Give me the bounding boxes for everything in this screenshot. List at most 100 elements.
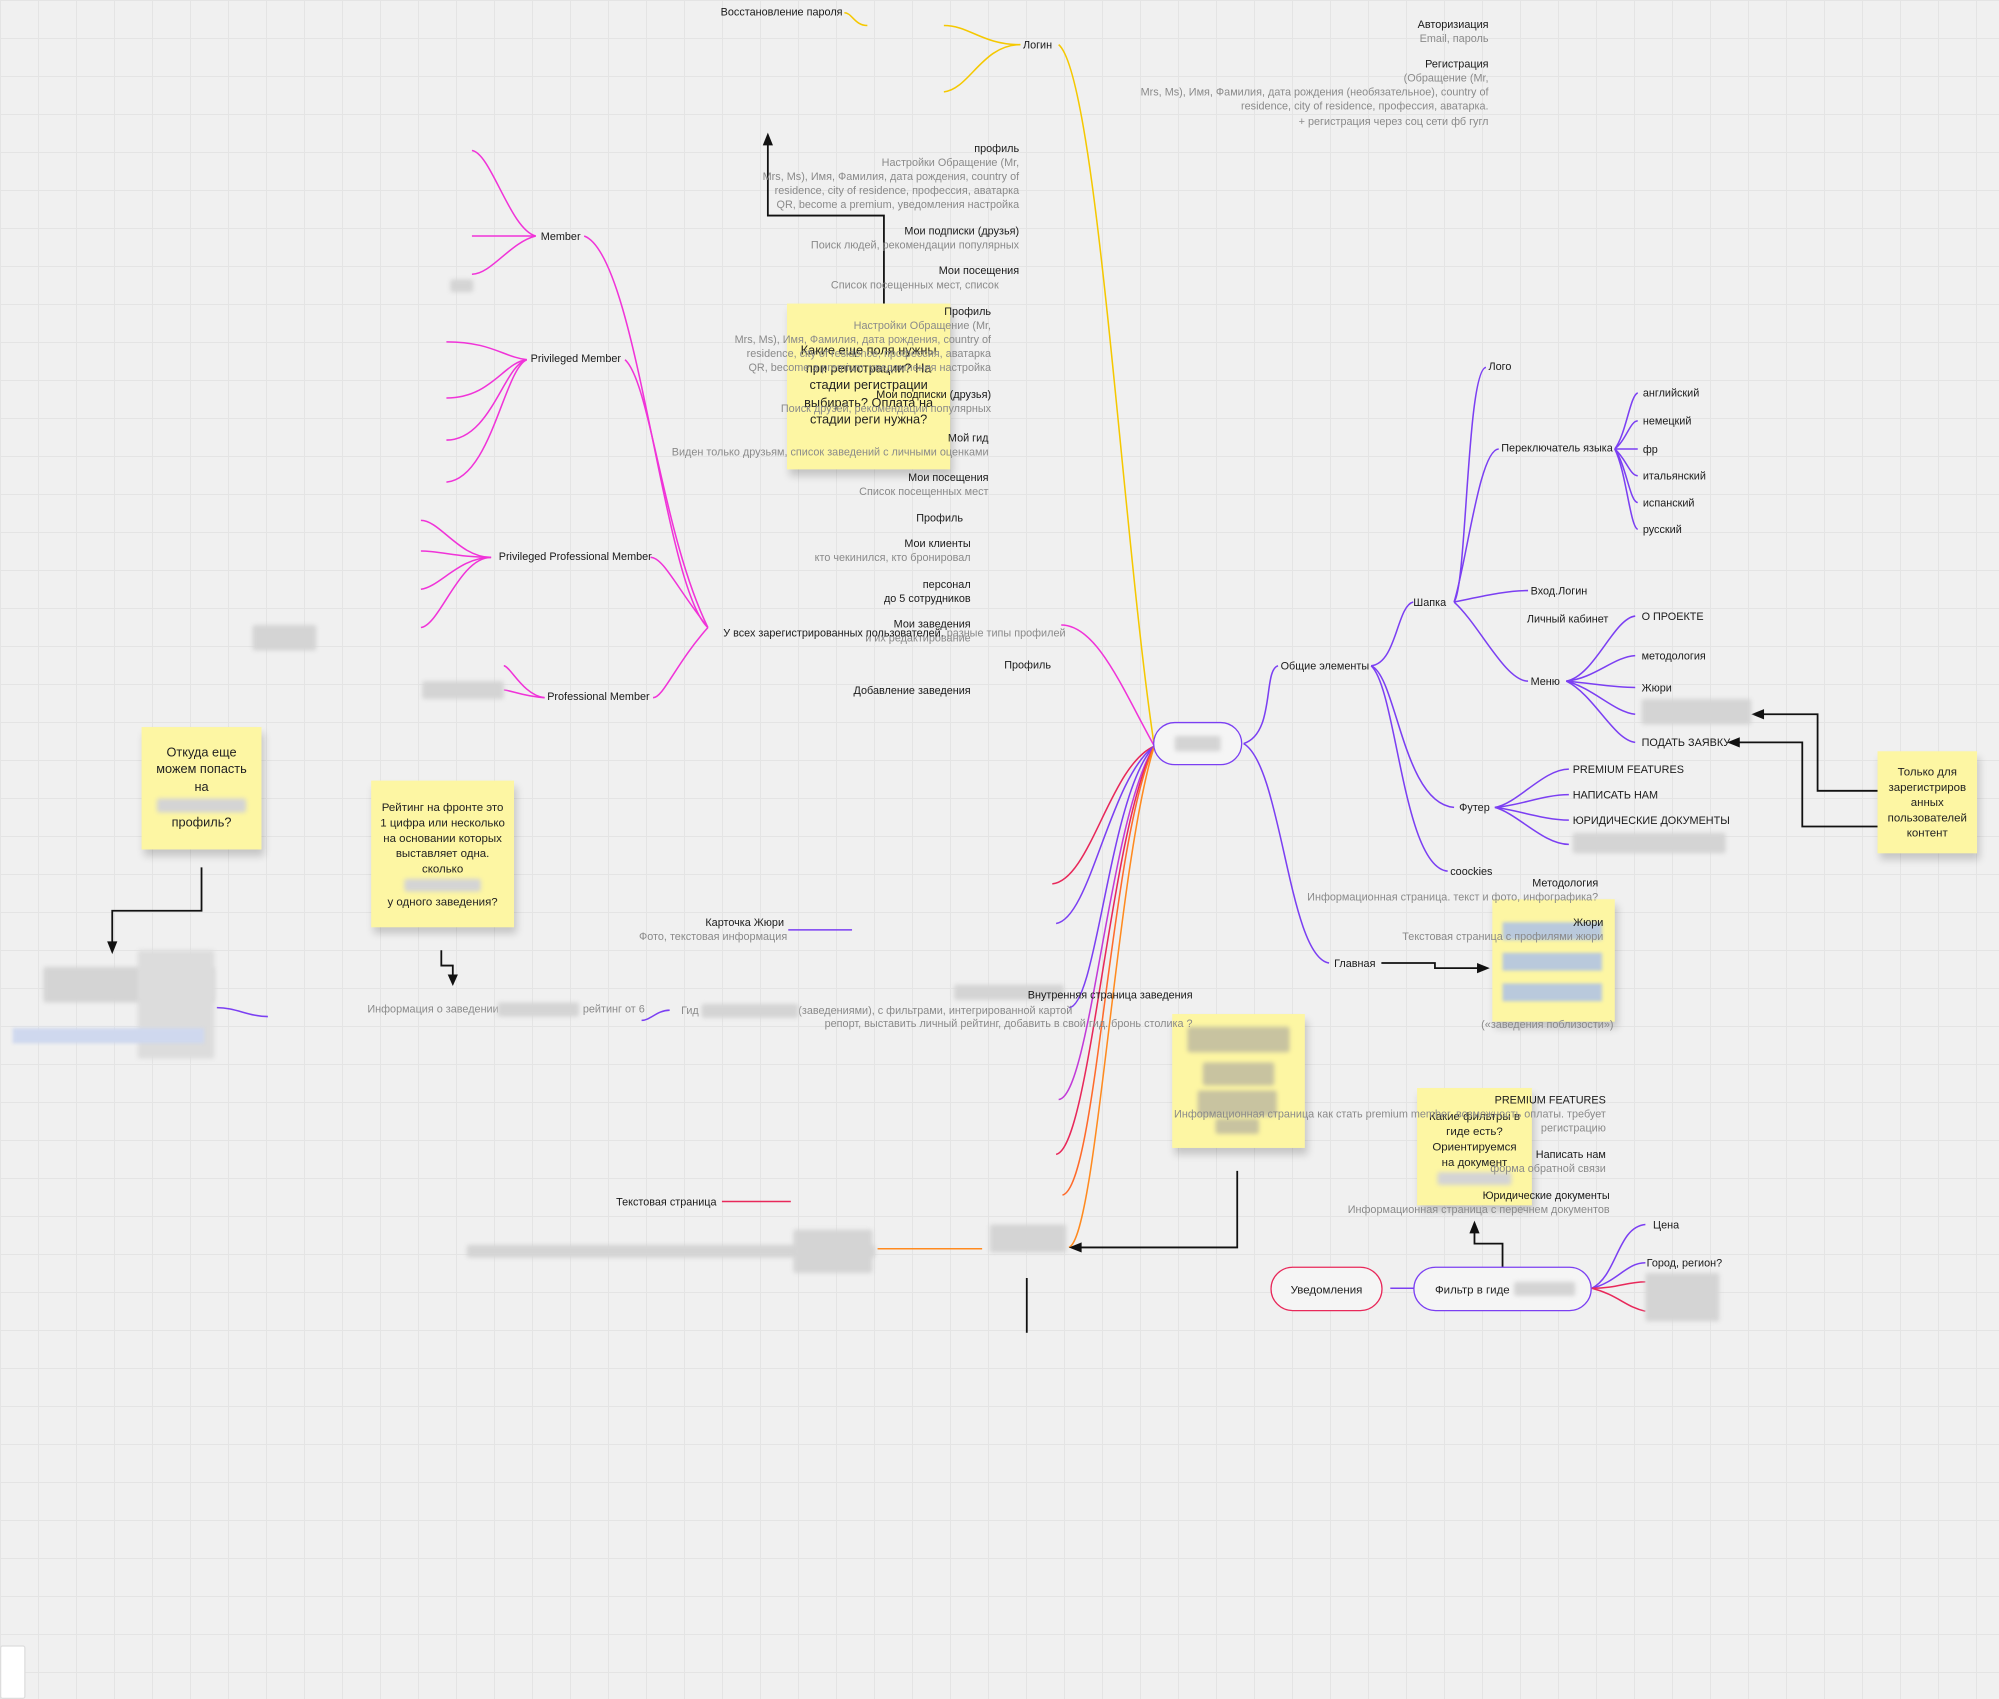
cookies-node[interactable]: coockies [1450, 864, 1493, 878]
filter-price[interactable]: Цена [1653, 1218, 1680, 1231]
lang-russian[interactable]: русский [1642, 522, 1682, 536]
jury-card-node[interactable]: Карточка Жюри [705, 915, 785, 929]
priv-profile-sub-1: Настройки Обращение (Mr, [853, 318, 992, 332]
common-branch-lines [1243, 366, 1639, 1290]
privileged-professional-node[interactable]: Privileged Professional Member [498, 549, 652, 563]
venue-page-node[interactable]: Внутренняя страница заведения [1027, 988, 1193, 1002]
footer-premium[interactable]: PREMIUM FEATURES [1572, 762, 1684, 776]
menu-methodology[interactable]: методология [1641, 649, 1706, 662]
main-page-node[interactable]: Главная [1334, 956, 1376, 970]
priv-profile-sub-4: QR, become a premium, уведомления настро… [748, 360, 992, 374]
registered-only-sticky[interactable]: Только для зарегистриров анных пользоват… [1877, 751, 1978, 854]
professional-member-node[interactable]: Professional Member [547, 690, 650, 703]
priv-visits-sub: Список посещенных мест [859, 484, 989, 498]
priv-subs-node[interactable]: Мои подписки (друзья) [876, 387, 992, 401]
footer-write[interactable]: НАПИСАТЬ НАМ [1572, 788, 1659, 802]
cabinet-branch-lines [420, 149, 1155, 747]
menu-about[interactable]: О ПРОЕКТЕ [1641, 609, 1704, 623]
redacted-text [701, 1003, 799, 1018]
redacted-text [497, 1002, 580, 1017]
member-visits-node[interactable]: Мои посещения [938, 264, 1020, 277]
pp-staff-sub: до 5 сотрудников [883, 591, 971, 605]
pp-venues-node[interactable]: Мои заведения [893, 617, 971, 631]
pro-add-venue-node[interactable]: Добавление заведения [853, 683, 971, 697]
write-us-sub: форма обратной связи [1490, 1161, 1606, 1175]
redacted-block [12, 1028, 205, 1044]
menu-jury[interactable]: Жюри [1641, 681, 1672, 694]
registration-node[interactable]: Регистрация [1425, 57, 1489, 71]
jury-node[interactable]: Жюри [1573, 915, 1604, 929]
priv-guide-node[interactable]: Мой гид [947, 431, 989, 444]
member-profile-sub-1: Настройки Обращение (Mr, [881, 155, 1020, 169]
redacted-text [252, 624, 317, 651]
member-subs-node[interactable]: Мои подписки (друзья) [904, 224, 1020, 238]
redacted-text [156, 798, 247, 813]
lang-switch-node[interactable]: Переключатель языка [1501, 441, 1613, 455]
logo-node[interactable]: Лого [1488, 359, 1512, 373]
common-elements-node[interactable]: Общие элементы [1280, 659, 1370, 673]
venue-sticky[interactable] [1172, 1014, 1305, 1148]
all-users-sub: разные типы профилей [946, 626, 1066, 640]
priv-profile-sub-3: residence, city of residence, профессия,… [746, 346, 992, 360]
legal-node[interactable]: Юридические документы [1482, 1188, 1610, 1202]
member-profile-sub-4: QR, become a premium, уведомления настро… [776, 197, 1020, 211]
guide-sub-2: («заведения поблизости») [1481, 1017, 1614, 1031]
member-subs-sub: Поиск людей, рекомендации популярных [810, 238, 1020, 252]
pro-profile-node[interactable]: Профиль [1004, 658, 1052, 671]
pp-staff-node[interactable]: персонал [922, 577, 971, 591]
profile-question-sticky[interactable]: Откуда еще можем попасть на профиль? [141, 727, 262, 850]
redacted-block [793, 1229, 873, 1273]
login-entry-node[interactable]: Вход.Логин [1530, 584, 1588, 597]
redacted-text [404, 878, 481, 891]
registration-question-sticky[interactable]: Какие еще поля нужны при регистрации? На… [786, 303, 951, 470]
venue-sub-2: репорт, выставить личный рейтинг, добави… [824, 1016, 1193, 1030]
lang-english[interactable]: английский [1642, 386, 1700, 400]
footer-legal[interactable]: ЮРИДИЧЕСКИЕ ДОКУМЕНТЫ [1572, 813, 1730, 827]
lang-italian[interactable]: итальянский [1642, 469, 1706, 483]
priv-subs-sub: Поиск друзей, рекомендации популярных [780, 401, 992, 415]
venue-rating: рейтинг от 6 [582, 1002, 645, 1016]
priv-profile-node[interactable]: Профиль [944, 304, 992, 318]
side-panel-stub[interactable] [0, 1645, 26, 1699]
restore-password-node[interactable]: Восстановление пароля [720, 5, 843, 18]
menu-apply[interactable]: ПОДАТЬ ЗАЯВКУ [1641, 735, 1731, 749]
filters-text: Какие фильтры в гиде есть? Ориентируемся… [1429, 1109, 1520, 1169]
login-node[interactable]: Логин [1022, 38, 1053, 52]
cabinet-node[interactable]: Личный кабинет [1526, 612, 1609, 625]
lang-french[interactable]: фр [1642, 442, 1658, 456]
notifications-node[interactable]: Уведомления [1270, 1266, 1383, 1312]
member-visits-sub: Список посещенных мест, список [830, 278, 999, 291]
all-users-node[interactable]: У всех зарегистрированных пользователей.… [723, 626, 1065, 640]
menu-node[interactable]: Меню [1530, 674, 1560, 688]
text-page-node[interactable]: Текстовая страница [616, 1195, 717, 1208]
header-node[interactable]: Шапка [1413, 595, 1447, 609]
member-node[interactable]: Member [540, 229, 581, 243]
auth-node[interactable]: Авторизиация [1417, 17, 1489, 31]
privileged-member-node[interactable]: Privileged Member [530, 352, 622, 365]
footer-node[interactable]: Футер [1459, 801, 1490, 814]
jury-sub: Текстовая страница с профилями жюри [1402, 929, 1604, 943]
lang-german[interactable]: немецкий [1642, 414, 1692, 428]
guide-sub-1: Гид(заведениями), с фильтрами, интегриро… [681, 1004, 1072, 1018]
pp-profile-node[interactable]: Профиль [916, 511, 964, 525]
methodology-node[interactable]: Методология [1532, 876, 1599, 890]
redacted-block [1187, 1026, 1290, 1053]
pp-clients-node[interactable]: Мои клиенты [904, 536, 971, 550]
filter-city[interactable]: Город, регион? [1646, 1256, 1723, 1270]
premium-node[interactable]: PREMIUM FEATURES [1494, 1093, 1606, 1106]
filters-question-sticky[interactable]: Какие фильтры в гиде есть? Ориентируемся… [1417, 1088, 1532, 1206]
registration-sub-3: residence, city of residence, профессия,… [1241, 99, 1489, 113]
registration-sub-2: Mrs, Ms), Имя, Фамилия, дата рождения (н… [1140, 85, 1489, 99]
guide-filter-node[interactable]: Фильтр в гиде [1413, 1266, 1592, 1312]
member-profile-node[interactable]: профиль [974, 141, 1020, 155]
priv-profile-sub-2: Mrs, Ms), Имя, Фамилия, дата рождения, c… [734, 332, 992, 346]
priv-guide-sub: Виден только друзьям, список заведений с… [671, 445, 989, 458]
rating-sticky[interactable]: Рейтинг на фронте это 1 цифра или нескол… [371, 780, 515, 928]
main-page-sticky[interactable] [1492, 899, 1615, 1022]
priv-visits-node[interactable]: Мои посещения [908, 470, 989, 484]
root-node[interactable] [1153, 721, 1243, 766]
lang-spanish[interactable]: испанский [1642, 496, 1695, 509]
write-us-node[interactable]: Написать нам [1535, 1147, 1606, 1161]
methodology-sub: Информационная страница. текст и фото, и… [1307, 890, 1599, 904]
